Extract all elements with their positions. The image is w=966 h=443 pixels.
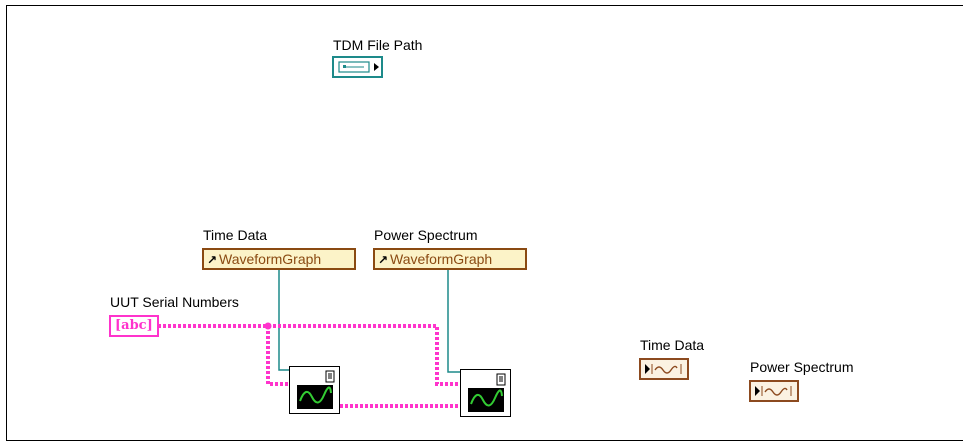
- time-ref-wire: [278, 270, 290, 371]
- waveform-graph-ref-icon: ↗: [378, 253, 389, 267]
- time-data-ref-label: Time Data: [203, 227, 268, 243]
- subvi-2[interactable]: [460, 369, 511, 417]
- time-data-ref-terminal[interactable]: ↗WaveformGraph: [202, 248, 356, 270]
- power-spectrum-ref-terminal[interactable]: ↗WaveformGraph: [373, 248, 527, 270]
- power-spectrum-ref-text: WaveformGraph: [390, 251, 493, 267]
- tdm-file-path-label: TDM File Path: [333, 37, 423, 53]
- waveform-indicator-icon: [755, 386, 792, 396]
- uut-string-wire: [158, 324, 462, 408]
- uut-serial-numbers-terminal[interactable]: [abc]: [109, 315, 159, 337]
- power-spectrum-indicator-label: Power Spectrum: [750, 359, 854, 375]
- time-data-ref-text: WaveformGraph: [219, 251, 322, 267]
- waveform-graph-ref-icon: ↗: [207, 253, 218, 267]
- uut-serial-numbers-label: UUT Serial Numbers: [110, 294, 239, 310]
- block-diagram-canvas[interactable]: [6, 5, 963, 441]
- subvi-1[interactable]: [289, 366, 340, 414]
- tdm-file-path-terminal[interactable]: [332, 56, 383, 78]
- time-data-indicator-label: Time Data: [640, 337, 705, 353]
- wire-junction: [264, 322, 272, 330]
- string-constant-icon: [abc]: [115, 318, 153, 333]
- path-icon: [338, 61, 379, 73]
- subvi-icon: [468, 373, 506, 412]
- time-data-indicator[interactable]: [639, 358, 689, 380]
- waveform-indicator-icon: [645, 364, 682, 374]
- power-spectrum-ref-label: Power Spectrum: [374, 227, 478, 243]
- power-ref-wire: [447, 270, 462, 373]
- subvi-icon: [297, 370, 335, 409]
- power-spectrum-indicator[interactable]: [749, 380, 799, 402]
